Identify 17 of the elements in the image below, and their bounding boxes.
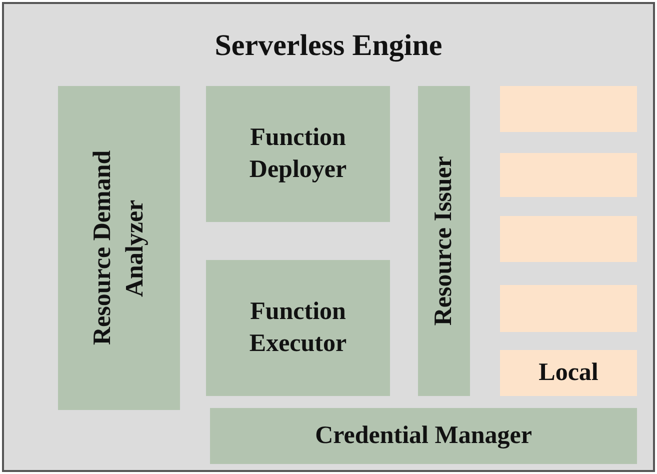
component-label: Resource Issuer	[428, 156, 458, 326]
component-box	[206, 260, 390, 396]
component-box	[210, 408, 637, 464]
component-box	[500, 350, 637, 396]
component-label: Function Executor	[248, 296, 348, 359]
provider-box	[500, 216, 637, 262]
provider-box	[500, 285, 637, 332]
component-box	[418, 86, 470, 396]
component-label: Credential Manager	[315, 420, 532, 451]
component-label: Local	[538, 358, 598, 388]
provider-box	[500, 153, 637, 197]
panel-title: Serverless Engine	[214, 28, 442, 64]
provider-box	[500, 86, 637, 132]
component-label: Resource Demand Analyzer	[88, 150, 149, 348]
component-box	[206, 86, 390, 222]
component-box	[58, 86, 180, 410]
component-label: Function Deployer	[248, 122, 348, 185]
